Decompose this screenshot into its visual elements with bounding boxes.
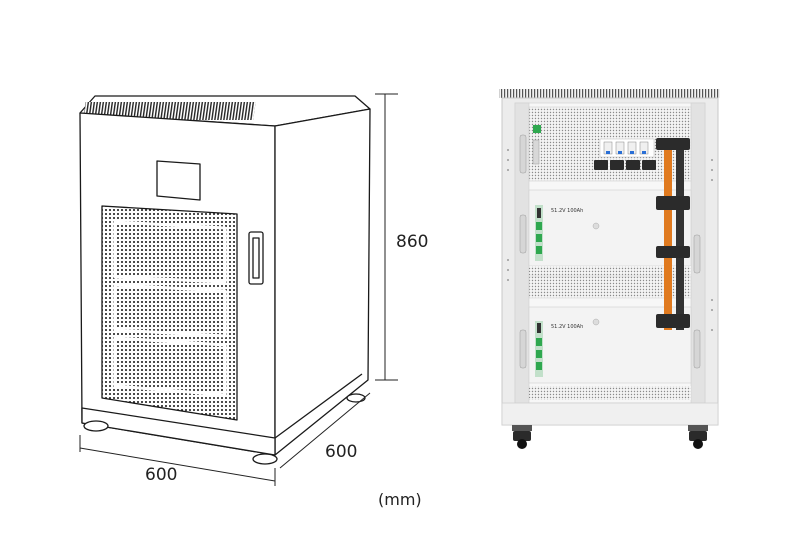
height-dimension <box>375 93 398 381</box>
cabinet-base <box>81 407 276 456</box>
vent-panel-middle <box>528 275 692 299</box>
door-panel-1 <box>113 220 227 284</box>
rack-caster-right <box>688 425 708 449</box>
orange-busbar <box>664 140 672 330</box>
cabinet-line-drawing <box>79 95 371 465</box>
rack-render: 51.2V 100Ah 51.2V 100Ah <box>499 89 720 449</box>
door-panel-2 <box>113 283 227 338</box>
door-panel-3 <box>113 336 227 397</box>
caster-front-right <box>252 453 278 465</box>
breaker-terminals <box>603 141 649 155</box>
caster-front-left <box>83 420 109 432</box>
unit-label: (mm) <box>378 490 422 509</box>
black-busbar <box>676 140 684 330</box>
busbar-assembly <box>656 138 690 330</box>
height-label: 860 <box>396 232 428 252</box>
cabinet-side-face <box>274 108 371 456</box>
width-label: 600 <box>145 465 177 485</box>
rack-base <box>501 402 719 426</box>
width-dimension <box>79 435 276 486</box>
module-2-spec: 51.2V 100Ah <box>551 324 583 330</box>
depth-label: 600 <box>325 442 357 462</box>
module-1-spec: 51.2V 100Ah <box>551 208 583 214</box>
rack-top-vent <box>499 89 720 98</box>
power-connectors <box>594 160 656 170</box>
depth-dimension <box>279 392 371 469</box>
rack-caster-left <box>512 425 532 449</box>
caster-back-right <box>346 393 366 403</box>
vent-panel-bottom <box>529 386 691 400</box>
cabinet-display-window <box>156 160 201 201</box>
